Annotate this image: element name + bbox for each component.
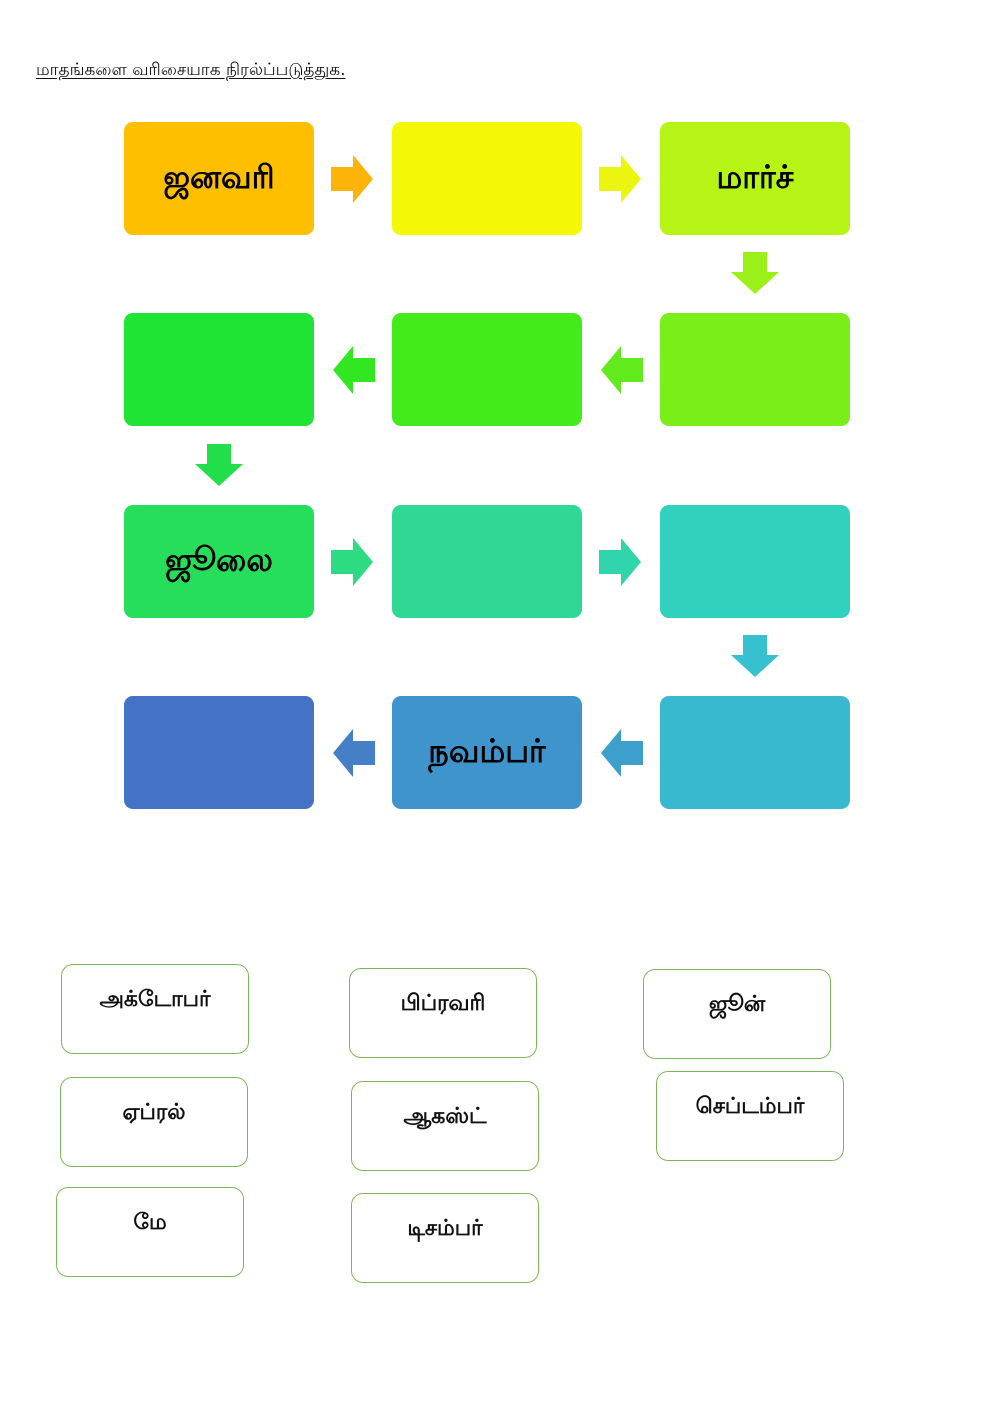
month-slot-8[interactable] (392, 505, 582, 618)
month-slot-label: நவம்பர் (428, 731, 546, 770)
month-slot-3: மார்ச் (660, 122, 850, 235)
card-label: அக்டோபர் (99, 987, 211, 1012)
answer-card-april[interactable]: ஏப்ரல் (60, 1077, 248, 1167)
answer-card-august[interactable]: ஆகஸ்ட் (351, 1081, 539, 1171)
card-label: ஜூன் (708, 992, 766, 1017)
arrow-down-icon (731, 252, 779, 294)
arrow-right-icon (331, 538, 373, 586)
answer-card-may[interactable]: மே (56, 1187, 244, 1277)
month-slot-label: ஜனவரி (163, 157, 275, 196)
card-label: டிசம்பர் (407, 1216, 483, 1241)
card-label: பிப்ரவரி (400, 991, 486, 1016)
arrow-left-icon (601, 729, 643, 777)
arrow-down-icon (731, 635, 779, 677)
arrow-right-icon (599, 155, 641, 203)
instruction-heading: மாதங்களை வரிசையாக நிரல்ப்படுத்துக. (36, 60, 346, 80)
card-label: ஏப்ரல் (122, 1100, 186, 1125)
month-slot-label: மார்ச் (716, 157, 794, 196)
answer-card-september[interactable]: செப்டம்பர் (656, 1071, 844, 1161)
card-label: மே (133, 1210, 167, 1235)
answer-card-october[interactable]: அக்டோபர் (61, 964, 249, 1054)
month-slot-label: ஜூலை (165, 540, 273, 579)
month-slot-1: ஜனவரி (124, 122, 314, 235)
answer-card-june[interactable]: ஜூன் (643, 969, 831, 1059)
month-slot-12[interactable] (124, 696, 314, 809)
month-slot-6[interactable] (124, 313, 314, 426)
arrow-right-icon (331, 155, 373, 203)
arrow-down-icon (195, 444, 243, 486)
answer-card-february[interactable]: பிப்ரவரி (349, 968, 537, 1058)
answer-card-december[interactable]: டிசம்பர் (351, 1193, 539, 1283)
arrow-left-icon (333, 729, 375, 777)
month-slot-9[interactable] (660, 505, 850, 618)
arrow-left-icon (333, 346, 375, 394)
card-label: ஆகஸ்ட் (403, 1104, 487, 1129)
arrow-right-icon (599, 538, 641, 586)
month-slot-4[interactable] (660, 313, 850, 426)
month-slot-11: நவம்பர் (392, 696, 582, 809)
month-slot-7: ஜூலை (124, 505, 314, 618)
month-slot-5[interactable] (392, 313, 582, 426)
month-slot-2[interactable] (392, 122, 582, 235)
arrow-left-icon (601, 346, 643, 394)
card-label: செப்டம்பர் (695, 1094, 805, 1119)
month-slot-10[interactable] (660, 696, 850, 809)
